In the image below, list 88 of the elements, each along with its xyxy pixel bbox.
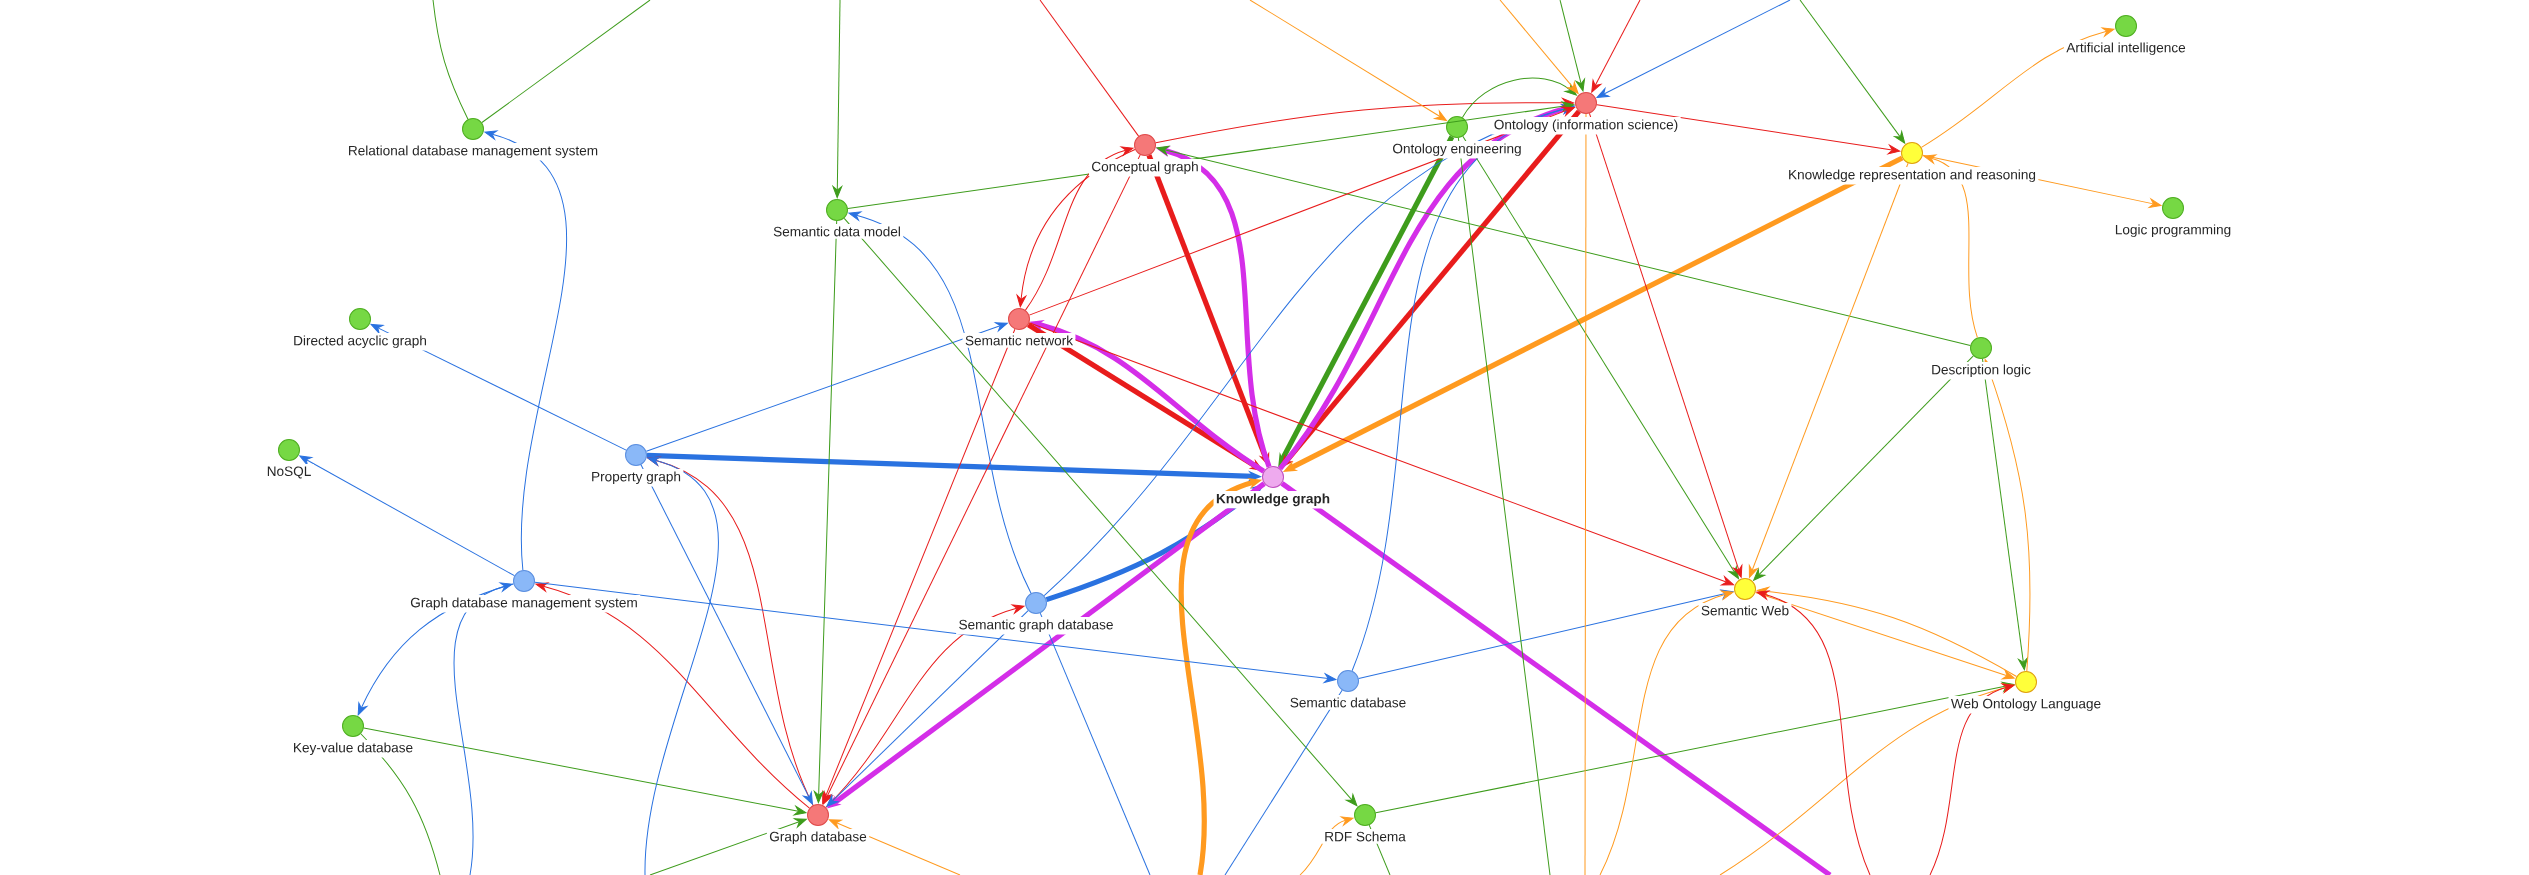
graph-node: Property graph bbox=[592, 444, 681, 485]
graph-node: Ontology (information science) bbox=[1494, 92, 1678, 133]
arrow bbox=[1923, 154, 1978, 339]
arrow bbox=[1351, 104, 1575, 672]
arrow bbox=[1155, 97, 1575, 144]
node-label: Relational database management system bbox=[349, 145, 598, 159]
graph-node: Graph database management system bbox=[410, 570, 637, 611]
node-label: Description logic bbox=[1932, 364, 2031, 378]
graph-node: Semantic Web bbox=[1701, 578, 1789, 616]
arrow bbox=[1249, 0, 1447, 122]
arrow bbox=[644, 456, 719, 875]
arrow bbox=[1559, 0, 1585, 92]
graph-node: Conceptual graph bbox=[1092, 134, 1198, 175]
node-label: Graph database management system bbox=[410, 597, 637, 611]
arrow bbox=[535, 582, 810, 809]
node-label: Conceptual graph bbox=[1092, 161, 1198, 175]
arrow bbox=[1929, 683, 2015, 875]
arrow bbox=[649, 818, 807, 875]
arrow bbox=[1596, 0, 1791, 98]
arrow bbox=[1920, 27, 2115, 148]
arrow bbox=[534, 581, 1337, 683]
node-label: Knowledge graph bbox=[1216, 493, 1330, 507]
arrow bbox=[370, 323, 627, 451]
graph-node: Semantic network bbox=[965, 308, 1074, 346]
node-label: RDF Schema bbox=[1325, 831, 1406, 842]
arrow bbox=[822, 328, 1016, 805]
arrow bbox=[1588, 112, 1743, 578]
arrow bbox=[1756, 590, 1871, 875]
arrow bbox=[1028, 106, 1575, 316]
arrow bbox=[1753, 355, 1974, 581]
node-label: Web Ontology Language bbox=[1950, 698, 2101, 712]
arrow bbox=[1748, 162, 1909, 578]
arrow bbox=[453, 582, 513, 875]
graph-node: Graph database bbox=[769, 804, 867, 845]
arrow bbox=[1461, 77, 1577, 118]
arrow bbox=[484, 130, 567, 571]
graph-node: Key-value database bbox=[294, 715, 413, 756]
graph-node: Description logic bbox=[1932, 337, 2031, 378]
arrow bbox=[299, 455, 515, 577]
node-label: Semantic network bbox=[965, 335, 1074, 346]
arrow bbox=[1299, 816, 1354, 875]
arrow bbox=[813, 220, 838, 804]
arrow bbox=[1156, 145, 1971, 346]
arrow bbox=[1922, 154, 2162, 208]
node-label: Key-value database bbox=[294, 742, 413, 756]
node-label: Property graph bbox=[592, 471, 681, 485]
arrow bbox=[1462, 135, 1739, 579]
arrow bbox=[1799, 0, 1906, 144]
node-label: Artificial intelligence bbox=[2066, 42, 2186, 56]
arrow bbox=[1375, 681, 2015, 814]
node-label: Semantic data model bbox=[773, 226, 900, 237]
arrow bbox=[832, 0, 843, 199]
node-label: Knowledge representation and reasoning bbox=[1789, 169, 2036, 183]
node-label: NoSQL bbox=[267, 466, 311, 479]
node-label: Directed acyclic graph bbox=[294, 335, 426, 349]
node-label: Semantic graph database bbox=[959, 619, 1113, 633]
graph-node: Knowledge graph bbox=[1216, 466, 1330, 507]
graph-node: Semantic database bbox=[1290, 670, 1406, 708]
arrow bbox=[363, 727, 807, 816]
arrow bbox=[357, 583, 514, 716]
graph-node: Semantic data model bbox=[773, 199, 900, 237]
arrow bbox=[822, 154, 1141, 805]
graph-node: Knowledge representation and reasoning bbox=[1789, 142, 2036, 183]
node-label: Semantic Web bbox=[1701, 605, 1789, 616]
graph-node: RDF Schema bbox=[1325, 804, 1406, 842]
arrow bbox=[1499, 0, 1579, 94]
graph-node: Directed acyclic graph bbox=[294, 308, 426, 349]
graph-node: Semantic graph database bbox=[959, 592, 1113, 633]
node-label: Graph database bbox=[769, 831, 867, 845]
graph-node: Web Ontology Language bbox=[1950, 671, 2101, 712]
graph-node: Relational database management system bbox=[349, 118, 598, 159]
arrow bbox=[1599, 590, 1734, 875]
arrow bbox=[1596, 104, 1901, 155]
arrow bbox=[1358, 589, 1734, 680]
node-label: Semantic database bbox=[1290, 697, 1406, 708]
graph-node: Logic programming bbox=[2115, 197, 2231, 238]
arrow bbox=[828, 819, 961, 875]
arrow bbox=[843, 217, 1358, 807]
arrow bbox=[1028, 322, 1734, 586]
arrow bbox=[848, 211, 1032, 594]
node-label: Logic programming bbox=[2115, 224, 2231, 238]
arrow bbox=[847, 101, 1575, 209]
node-label: Ontology (information science) bbox=[1494, 119, 1678, 133]
arrow bbox=[1591, 0, 1641, 93]
node-label: Ontology engineering bbox=[1393, 143, 1521, 157]
arrow bbox=[645, 322, 1008, 452]
graph-node: Artificial intelligence bbox=[2066, 15, 2186, 56]
graph-node: NoSQL bbox=[267, 439, 311, 479]
